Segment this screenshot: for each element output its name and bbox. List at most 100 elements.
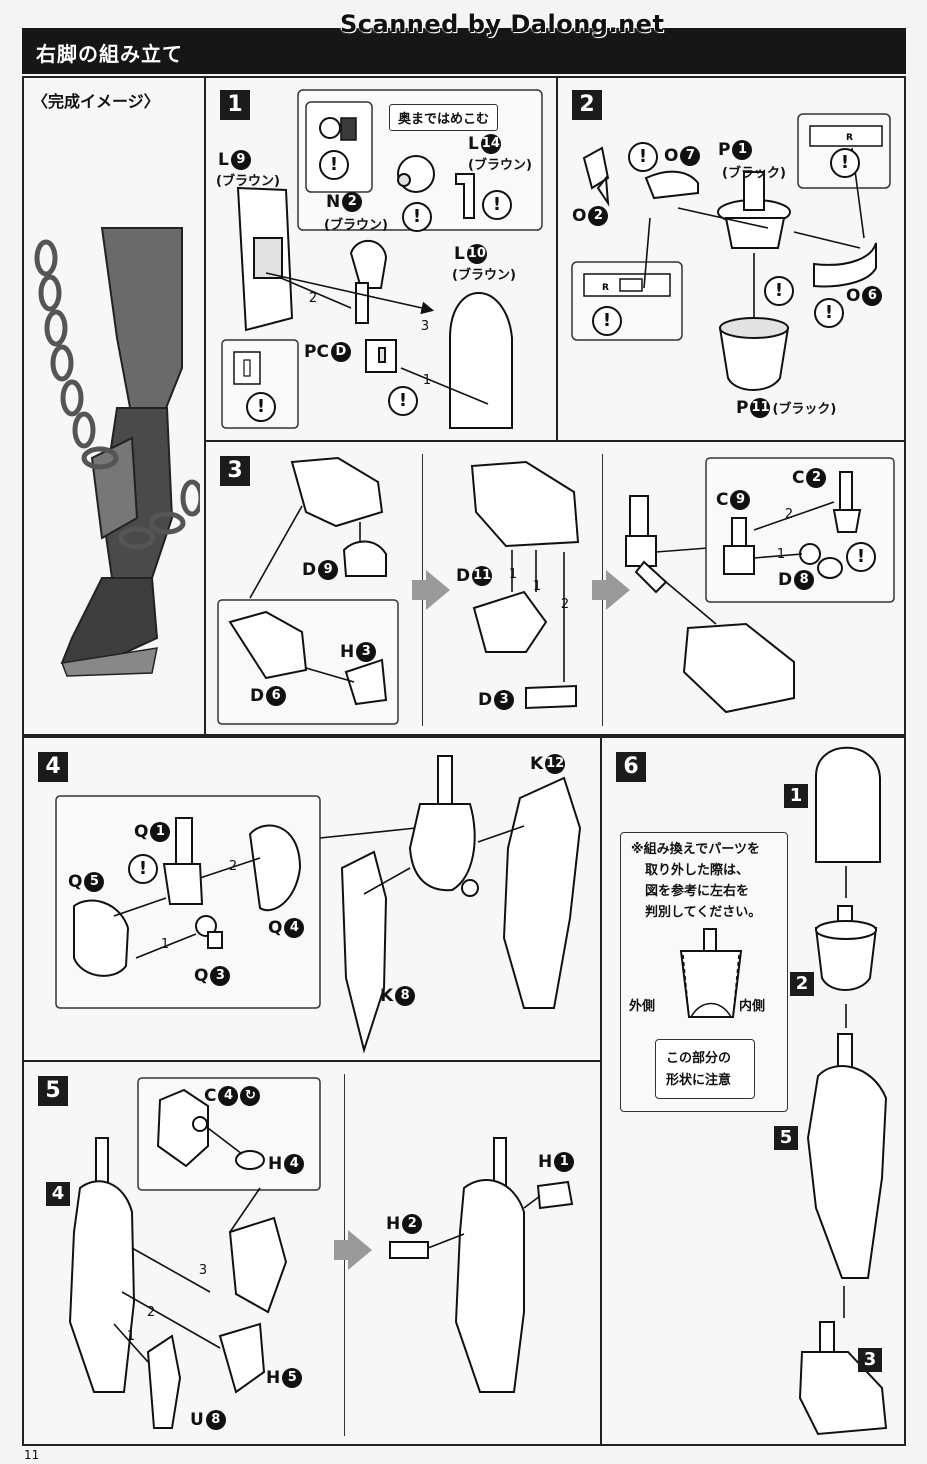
shape-caution-box: この部分の 形状に注意 [655,1039,755,1099]
tag-R-text: R [602,283,609,293]
sequence-marker: 2 [228,859,238,874]
step-ref-1: 1 [784,784,808,808]
completion-label: 〈完成イメージ〉 [32,92,160,111]
caution-icon: ! [319,150,349,180]
step-1-callout: 奥まではめこむ [389,104,499,131]
tag-R-text: R [846,133,853,143]
caution-icon: ! [592,306,622,336]
part-color-L9: (ブラウン) [216,174,280,189]
sequence-marker: 1 [160,937,170,952]
completed-leg-illustration [34,227,200,677]
step-5-diagram [68,1077,574,1429]
note-line: 取り外した際は、 [645,863,750,878]
part-color-L14: (ブラウン) [468,158,532,173]
caution-icon: ! [830,148,860,178]
step-1-diagram [221,89,543,429]
swap-icon: ↻ [240,1086,261,1106]
note-line: ※組み換えでパーツを [631,842,760,857]
caution-line: この部分の [666,1051,732,1066]
orientation-note-box: ※組み換えでパーツを 取り外した際は、 図を参考に左右を 判別してください。 外… [620,832,788,1112]
caution-icon: ! [846,542,876,572]
note-line: 判別してください。 [645,905,762,920]
step-3-diagram [217,456,895,725]
sequence-marker: 3 [198,1263,208,1278]
inner-side-label: 内側 [739,999,766,1014]
caution-icon: ! [628,142,658,172]
orientation-diagram [679,928,743,1018]
sequence-marker: 1 [532,579,542,594]
sequence-marker: 3 [420,319,430,334]
step-ref-5: 5 [774,1126,798,1150]
page-number: 11 [24,1448,40,1462]
sequence-marker: 2 [308,291,318,306]
step-6-diagram [798,746,888,1436]
step-4-diagram [55,755,582,1054]
sequence-marker: 1 [126,1329,136,1344]
page-title: 右脚の組み立て [36,42,183,66]
outer-side-label: 外側 [629,999,656,1014]
caution-icon: ! [814,298,844,328]
caution-icon: ! [402,202,432,232]
step-2-diagram: R R [571,113,891,391]
caution-icon: ! [482,190,512,220]
caution-icon: ! [764,276,794,306]
watermark-text: Scanned by Dalong.net [340,10,665,38]
step-4-number: 4 [38,752,68,782]
step-5-number: 5 [38,1076,68,1106]
page-header: 右脚の組み立て [22,28,906,74]
sequence-marker: 1 [776,547,786,562]
note-line: 図を参考に左右を [645,884,750,899]
caution-icon: ! [128,854,158,884]
sequence-marker: 2 [784,507,794,522]
step-2-number: 2 [572,90,602,120]
step-ref-3: 3 [858,1348,882,1372]
step-6-number: 6 [616,752,646,782]
sequence-marker: 1 [422,373,432,388]
sequence-marker: 1 [508,567,518,582]
step-6-panel: 6 ※組み換えでパーツを 取り外した際は、 図を参考に左右を 判別してください。… [600,736,906,1446]
part-color-N2: (ブラウン) [324,218,388,233]
step-ref-4: 4 [46,1182,70,1206]
completion-image-panel: 〈完成イメージ〉 [22,76,206,736]
step-1-number: 1 [220,90,250,120]
part-color-P1: (ブラック) [722,166,786,181]
part-color-L10: (ブラウン) [452,268,516,283]
step-3-number: 3 [220,456,250,486]
sequence-marker: 2 [560,597,570,612]
step-ref-2: 2 [790,972,814,996]
